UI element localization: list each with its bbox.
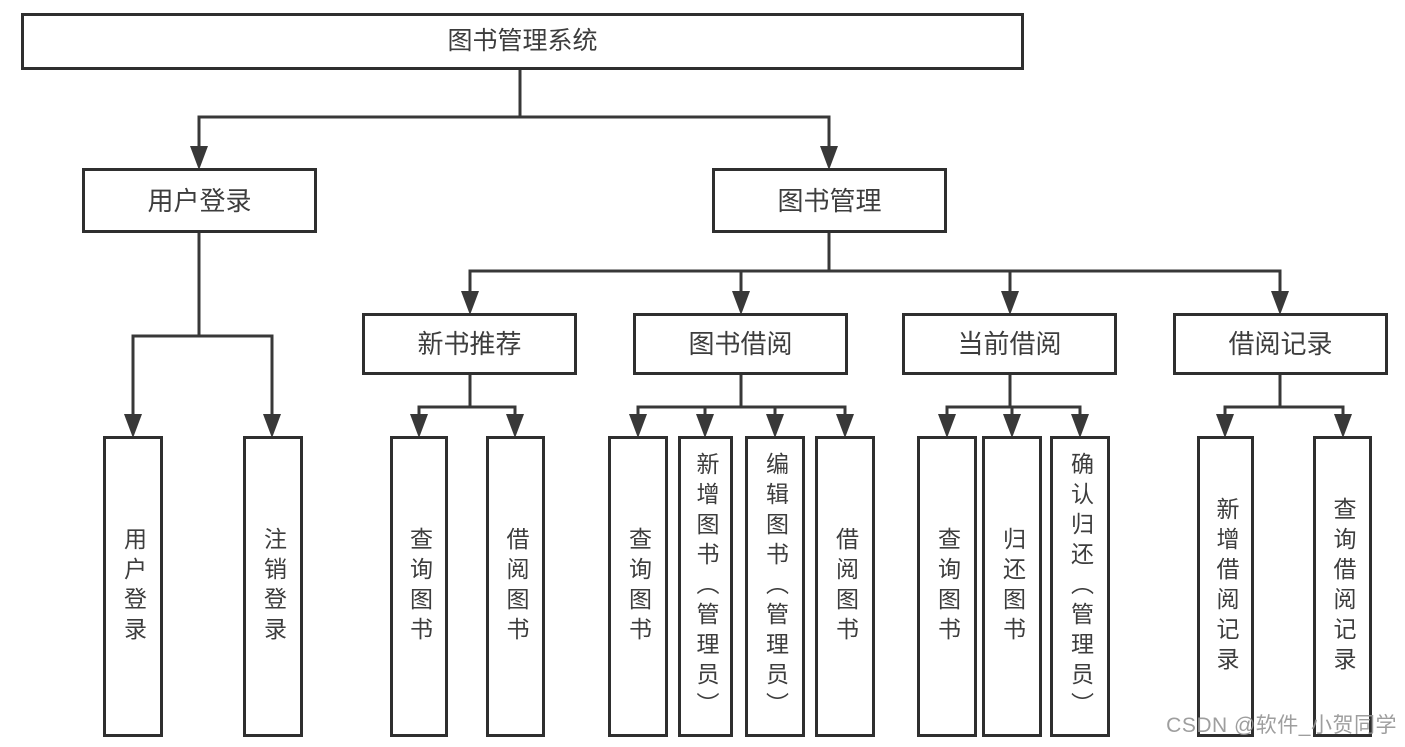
leaf-logout-login-label: 注销登录 bbox=[260, 526, 287, 647]
leaf-new-book-query-books: 查询图书 bbox=[390, 436, 448, 737]
node-borrow-records-label: 借阅记录 bbox=[1228, 329, 1333, 359]
leaf-new-book-query-books-label: 查询图书 bbox=[406, 526, 433, 647]
node-new-book-recommend: 新书推荐 bbox=[362, 313, 577, 375]
watermark: CSDN @软件_小贺同学 bbox=[1166, 714, 1397, 737]
leaf-borrow-add-books-admin: 新增图书（管理员） bbox=[678, 436, 733, 737]
leaf-borrow-add-books-admin-label: 新增图书（管理员） bbox=[693, 451, 719, 722]
node-user-login-label: 用户登录 bbox=[147, 185, 252, 216]
node-current-borrow: 当前借阅 bbox=[902, 313, 1117, 375]
leaf-new-book-borrow-books: 借阅图书 bbox=[486, 436, 545, 737]
node-user-login: 用户登录 bbox=[82, 168, 317, 233]
node-new-book-recommend-label: 新书推荐 bbox=[417, 329, 522, 359]
node-book-borrow: 图书借阅 bbox=[633, 313, 848, 375]
node-root: 图书管理系统 bbox=[21, 13, 1024, 70]
leaf-user-login: 用户登录 bbox=[103, 436, 163, 737]
leaf-borrow-edit-books-admin-label: 编辑图书（管理员） bbox=[762, 451, 789, 722]
node-borrow-records: 借阅记录 bbox=[1173, 313, 1388, 375]
node-book-management-label: 图书管理 bbox=[777, 185, 882, 216]
leaf-current-return-books: 归还图书 bbox=[982, 436, 1042, 737]
node-book-management: 图书管理 bbox=[712, 168, 947, 233]
node-root-label: 图书管理系统 bbox=[447, 27, 598, 55]
leaf-new-book-borrow-books-label: 借阅图书 bbox=[503, 526, 529, 647]
leaf-current-query-books-label: 查询图书 bbox=[934, 526, 961, 647]
leaf-borrow-query-books: 查询图书 bbox=[608, 436, 668, 737]
leaf-current-return-books-label: 归还图书 bbox=[999, 526, 1026, 647]
leaf-records-add-record: 新增借阅记录 bbox=[1197, 436, 1254, 737]
leaf-records-add-record-label: 新增借阅记录 bbox=[1213, 496, 1239, 677]
leaf-current-confirm-return-admin: 确认归还（管理员） bbox=[1050, 436, 1110, 737]
leaf-records-query-record-label: 查询借阅记录 bbox=[1330, 496, 1356, 677]
leaf-current-query-books: 查询图书 bbox=[917, 436, 977, 737]
leaf-user-login-label: 用户登录 bbox=[120, 526, 147, 647]
leaf-borrow-borrow-books: 借阅图书 bbox=[815, 436, 875, 737]
node-book-borrow-label: 图书借阅 bbox=[688, 329, 793, 359]
leaf-borrow-borrow-books-label: 借阅图书 bbox=[832, 526, 859, 647]
leaf-records-query-record: 查询借阅记录 bbox=[1313, 436, 1372, 737]
node-current-borrow-label: 当前借阅 bbox=[957, 329, 1062, 359]
leaf-borrow-query-books-label: 查询图书 bbox=[625, 526, 652, 647]
leaf-current-confirm-return-admin-label: 确认归还（管理员） bbox=[1067, 451, 1094, 722]
leaf-logout-login: 注销登录 bbox=[243, 436, 303, 737]
leaf-borrow-edit-books-admin: 编辑图书（管理员） bbox=[745, 436, 805, 737]
